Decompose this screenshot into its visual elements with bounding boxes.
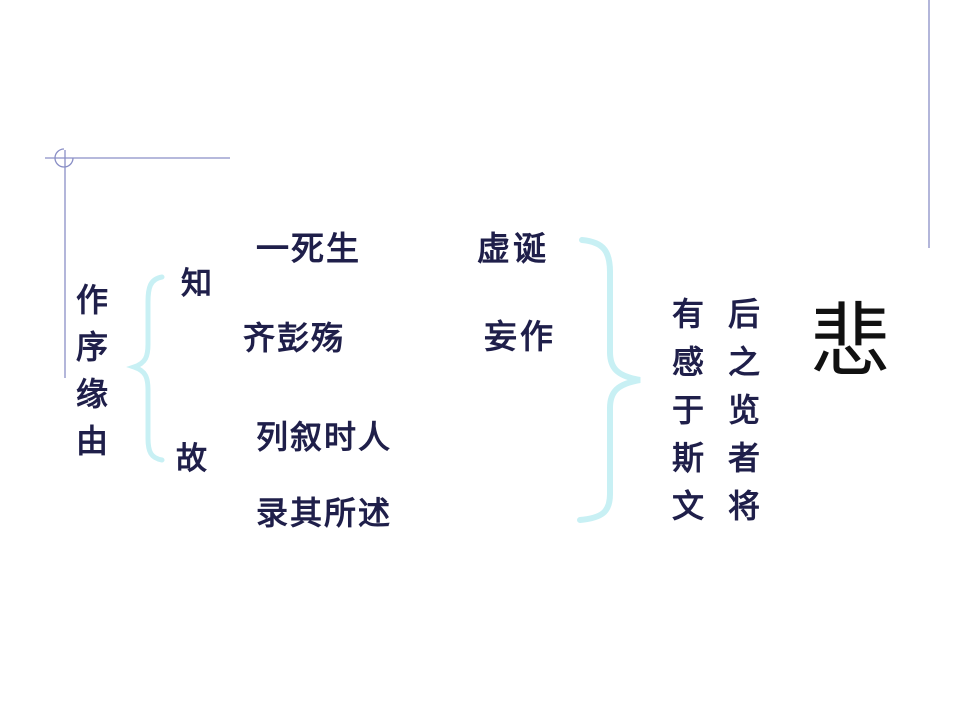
title-char: 作 — [76, 281, 109, 319]
right-column-char: 将 — [728, 487, 761, 525]
branch-label-top: 知 — [181, 266, 212, 302]
right-column-char: 于 — [672, 391, 705, 429]
right-column-char: 有 — [672, 295, 705, 333]
right-column-second: 后 之 览 者 将 — [728, 298, 760, 538]
right-brace-icon — [577, 237, 641, 523]
phrase-lie-xu-shi-ren: 列叙时人 — [256, 418, 393, 456]
conclusion-char: 悲 — [810, 295, 890, 388]
right-column-char: 文 — [672, 487, 705, 525]
right-column-char: 览 — [728, 391, 761, 429]
title-column: 作 序 缘 由 — [76, 284, 108, 472]
right-column-char: 者 — [728, 439, 761, 477]
branch-label-bottom: 故 — [176, 441, 207, 477]
right-column-char: 斯 — [672, 439, 705, 477]
phrase-wang-zuo: 妄作 — [484, 317, 556, 356]
title-char: 由 — [76, 422, 109, 460]
right-column-char: 后 — [728, 295, 761, 333]
phrase-yi-si-sheng: 一死生 — [256, 229, 361, 268]
phrase-lu-qi-suo-shu: 录其所述 — [256, 494, 393, 532]
title-char: 缘 — [76, 375, 109, 413]
phrase-qi-peng-shang: 齐彭殇 — [243, 319, 346, 357]
phrase-xu-dan: 虚诞 — [477, 229, 549, 268]
right-column-char: 感 — [672, 343, 705, 381]
right-column-first: 有 感 于 斯 文 — [672, 298, 704, 538]
corner-curl-icon — [54, 148, 74, 168]
right-column-char: 之 — [728, 343, 761, 381]
left-brace-icon — [126, 274, 165, 463]
title-char: 序 — [76, 328, 109, 366]
